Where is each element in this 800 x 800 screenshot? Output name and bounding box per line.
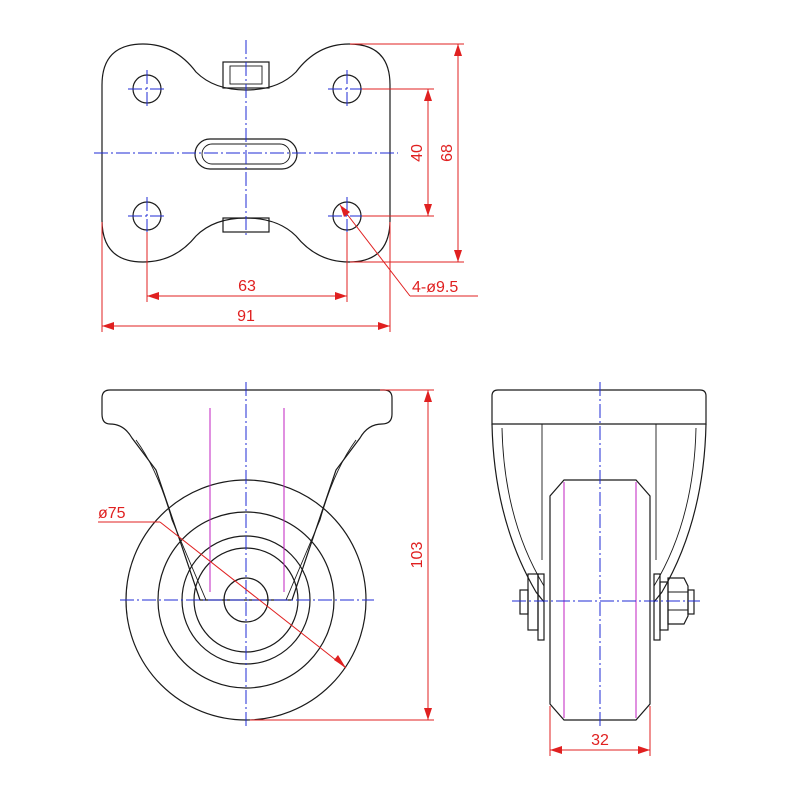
dimension-68: 68 <box>350 43 464 263</box>
axle-end-left <box>519 589 529 615</box>
dimension-91: 91 <box>101 222 391 332</box>
fork-left-inner <box>135 439 207 601</box>
hole-callout-label: 4-ø9.5 <box>412 279 458 296</box>
dimension-63: 63 <box>146 232 348 302</box>
bracket-left <box>537 573 545 641</box>
dimension-40: 40 <box>362 88 434 217</box>
dimension-68-label: 68 <box>439 144 456 162</box>
dimension-91-label: 91 <box>237 308 255 325</box>
side-fork-right-inner <box>653 427 697 587</box>
hole-callout: 4-ø9.5 <box>339 204 478 297</box>
center-slot <box>194 138 298 170</box>
front-top-plate <box>101 389 393 601</box>
dimension-40-label: 40 <box>409 144 426 162</box>
front-view: ø75 103 <box>98 382 434 728</box>
wheel-hub-outer <box>157 511 335 689</box>
top-view: 40 68 63 91 <box>94 40 478 332</box>
side-top-plate <box>491 389 707 425</box>
dimension-103: 103 <box>250 389 434 721</box>
dimension-63-label: 63 <box>238 278 256 295</box>
side-view: 32 <box>491 382 707 756</box>
side-fork-right-outer <box>653 423 707 603</box>
dimension-32-label: 32 <box>591 732 609 749</box>
mounting-plate-outline <box>101 43 391 263</box>
dimension-diameter-label: ø75 <box>98 505 126 522</box>
washer-left <box>527 573 539 631</box>
side-fork-left-outer <box>491 423 545 603</box>
dimension-103-label: 103 <box>409 542 426 569</box>
side-wheel <box>549 479 651 721</box>
fork-right-inner <box>285 439 357 601</box>
side-fork-left-inner <box>501 427 545 587</box>
axle-nut <box>667 577 689 625</box>
dimension-diameter: ø75 <box>98 505 347 669</box>
axle-bore <box>223 577 269 623</box>
center-slot-inner <box>201 143 291 165</box>
axle-end-right <box>687 589 695 615</box>
dimension-32: 32 <box>549 706 651 756</box>
